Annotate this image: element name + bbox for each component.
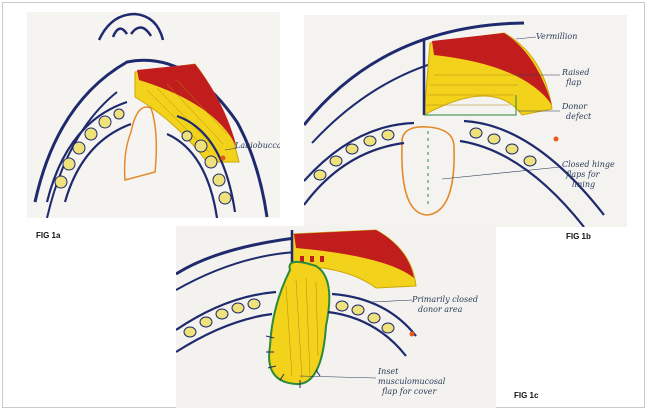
- figure-1a-panel: Labiobuccal sulcus: [27, 12, 280, 218]
- figure-1b-panel: Vermillion Raised flap Donor defect Clos…: [304, 15, 627, 227]
- flap-markers: [300, 256, 324, 262]
- annotation-donor-defect-1: Donor: [561, 102, 588, 111]
- annotation-inset-1: Inset: [377, 367, 399, 376]
- figure-1b-label: FIG 1b: [566, 232, 591, 241]
- annotation-closed-hinge-3: lining: [572, 180, 595, 189]
- marker-dot: [410, 332, 415, 337]
- inner-lip-arc: [176, 252, 296, 290]
- figure-1c-panel: Primarily closed donor area Inset muscul…: [176, 226, 496, 408]
- nose-outline: [99, 14, 163, 40]
- annotation-raised-flap-2: flap: [565, 78, 581, 87]
- marker-dot: [221, 156, 226, 161]
- annotation-inset-2: musculomucosal: [378, 377, 446, 386]
- annotation-vermillion: Vermillion: [536, 32, 577, 41]
- figure-1b-drawing: Vermillion Raised flap Donor defect Clos…: [304, 15, 627, 227]
- teeth-arch-right-inner: [460, 141, 584, 227]
- annotation-inset-3: flap for cover: [381, 387, 437, 396]
- marker-dot: [554, 137, 559, 142]
- annotation-primarily-closed-1: Primarily closed: [411, 295, 478, 304]
- teeth-left: [314, 130, 394, 180]
- annotation-raised-flap-1: Raised: [561, 68, 590, 77]
- teeth-arch-right-inner: [328, 312, 406, 356]
- flap-markers: [434, 49, 458, 55]
- figure-1c-label: FIG 1c: [514, 391, 538, 400]
- teeth-right: [470, 128, 536, 166]
- figure-1a-label: FIG 1a: [36, 231, 60, 240]
- annotation-labiobuccal-sulcus: Labiobuccal sulcus: [234, 141, 280, 150]
- teeth-right: [336, 301, 394, 333]
- left-nostril: [113, 29, 127, 37]
- annotation-primarily-closed-2: donor area: [418, 305, 463, 314]
- figure-1c-drawing: Primarily closed donor area Inset muscul…: [176, 226, 496, 408]
- annotation-closed-hinge-1: Closed hinge: [562, 160, 615, 169]
- figure-1a-drawing: Labiobuccal sulcus: [27, 12, 280, 218]
- annotation-closed-hinge-2: flaps for: [565, 170, 601, 179]
- right-nostril: [131, 27, 151, 36]
- inset-flap: [269, 262, 329, 384]
- annotation-donor-defect-2: defect: [566, 112, 592, 121]
- hinge-outline: [125, 107, 157, 180]
